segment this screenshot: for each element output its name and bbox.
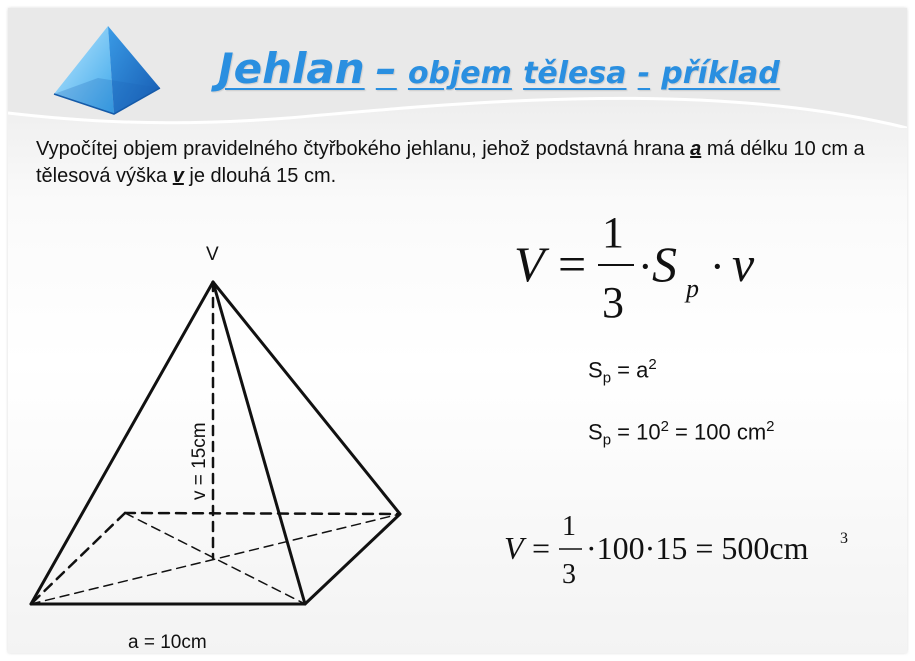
formula-lhs: V [514,236,550,292]
result-numerator: 1 [562,511,576,542]
problem-var-v: v [172,165,184,187]
formula-dot-1: · [638,242,653,291]
title-dash-2: - [637,56,651,91]
edge-lateral-back-right [211,280,402,516]
result-computation: ·100·15 = 500cm [586,530,809,566]
edge-base-right [303,512,402,606]
slide: Jehlan – objem tělesa - příklad Vypočíte… [8,8,907,653]
height-label: v = 15cm [189,422,210,500]
result-denominator: 3 [562,559,576,590]
problem-text-2: má délku 10 cm a tělesová výška [36,138,865,187]
diagonal-2 [30,513,401,605]
base-edge-label: a = 10cm [128,632,207,653]
result-superscript: 3 [840,530,848,547]
edge-lateral-front-right [211,280,307,606]
formula-height: v [732,236,755,292]
formula-area-subscript: p [684,274,699,303]
base-area-formula: Sp = a2 [588,356,657,387]
title-word-priklad: příklad [661,56,780,91]
result-lhs: V [504,530,527,566]
formula-equals: = [558,236,586,292]
slide-title: Jehlan – objem tělesa - příklad [218,48,780,90]
problem-var-a: a [690,138,702,160]
volume-result-formula: V = 1 3 ·100·15 = 500cm 3 [504,511,848,590]
edge-base-back-left-front-left [29,511,127,606]
header-background [8,8,907,128]
edge-base-back [123,511,402,516]
calc2-subscript: p [602,431,612,449]
calc2-text-1: = 10 [611,419,661,445]
apex-label: V [206,244,219,265]
formula-numerator: 1 [602,208,624,257]
problem-text-1: Vypočítej objem pravidelného čtyřbokého … [36,138,691,160]
pyramid-logo-icon [53,26,161,115]
formula-denominator: 3 [602,278,624,327]
result-equals: = [532,530,550,566]
calc2-text-2: = 100 cm [668,419,767,445]
calc2-superscript-1: 2 [660,418,669,435]
base-area-calculation: Sp = 102 = 100 cm2 [588,418,774,449]
title-word-objem: objem [407,56,512,91]
diagonal-1 [124,512,306,605]
formula-area: S [652,236,677,292]
title-word-telesa: tělesa [523,56,627,91]
volume-formula: V = 1 3 · S p · v [514,208,755,327]
calc2-superscript-2: 2 [766,418,775,435]
pyramid-diagram: V v = 15cm a = 10cm [29,244,402,653]
formula-dot-2: · [710,242,725,291]
calc2-area: S [588,419,603,445]
calc1-text: = a [611,357,649,383]
title-dash: – [375,44,397,93]
calc1-subscript: p [602,369,612,387]
edge-lateral-left [29,280,215,606]
calc1-area: S [588,357,603,383]
problem-statement: Vypočítej objem pravidelného čtyřbokého … [36,136,896,190]
title-word-jehlan: Jehlan [218,44,365,93]
problem-text-3: je dlouhá 15 cm. [183,165,337,187]
calc1-superscript: 2 [648,356,657,373]
